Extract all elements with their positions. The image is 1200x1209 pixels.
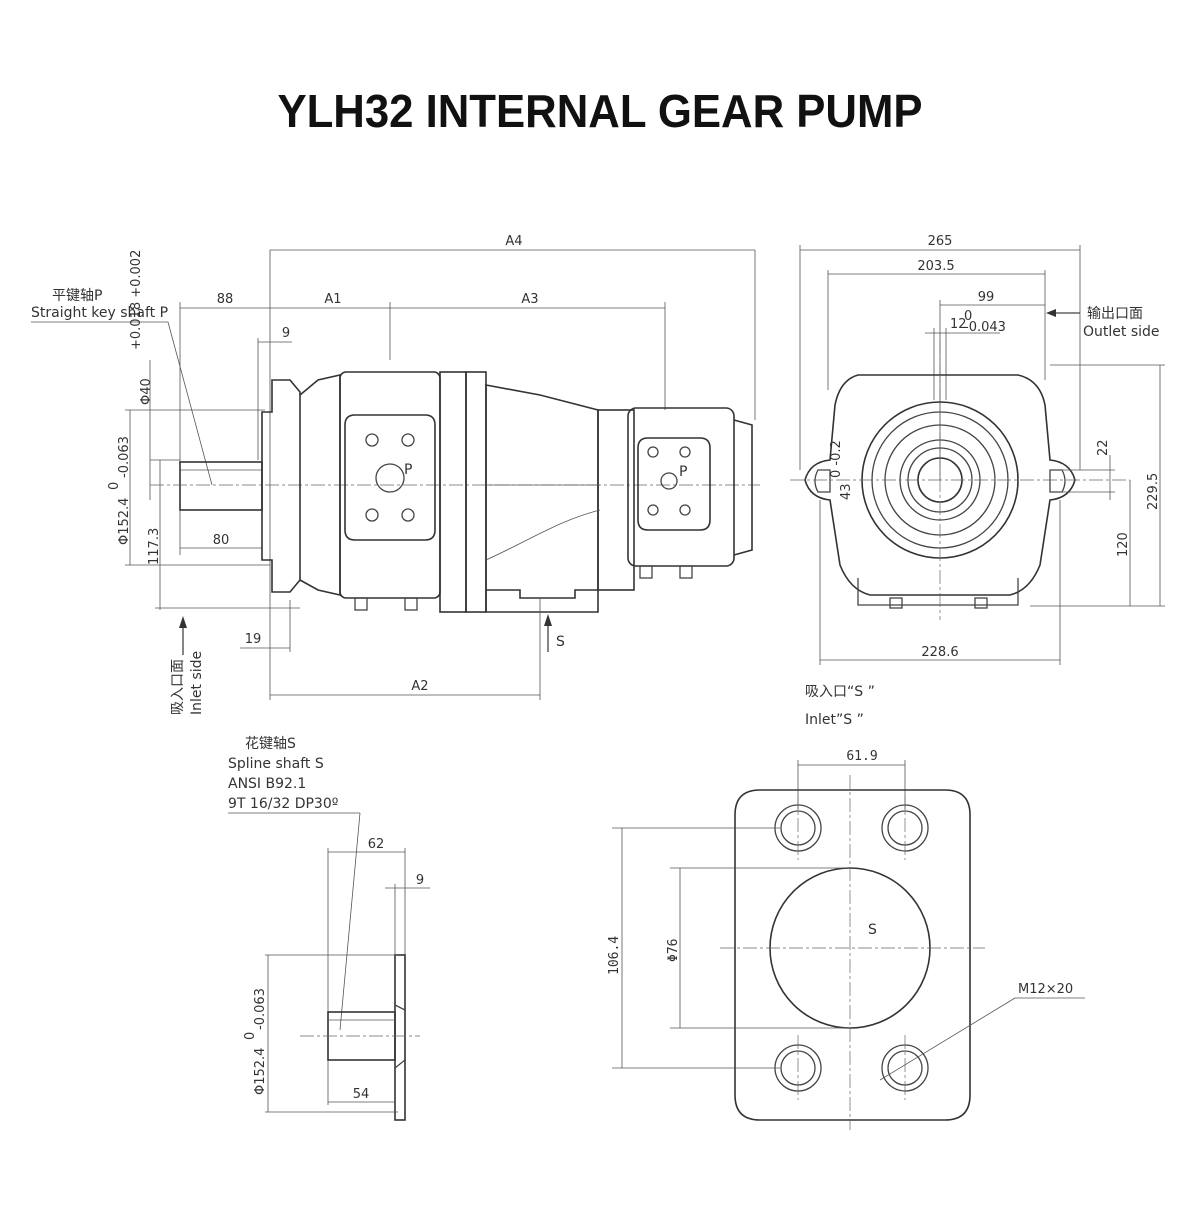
dim-a1: A1 <box>324 292 341 307</box>
inlet-port-s: S <box>868 922 877 938</box>
front-view: 265 203.5 99 12 0 -0.043 输出口面 Outlet sid… <box>790 234 1165 665</box>
spline-dim-54: 54 <box>353 1087 370 1102</box>
inlet-dim-106: 106.4 <box>607 936 622 975</box>
dim-19: 19 <box>245 632 262 647</box>
spline-label-cn: 花键轴S <box>245 736 296 752</box>
dim-43-tol: 0 -0.2 <box>829 440 844 478</box>
spline-dim-9: 9 <box>416 873 424 888</box>
outlet-side-en: Outlet side <box>1083 324 1160 340</box>
port-p-left: P <box>404 462 412 478</box>
inlet-dim-thread: M12×20 <box>1018 982 1073 997</box>
port-p-right: P <box>679 464 687 480</box>
dim-phi40-tol: +0.018 +0.002 <box>129 250 144 350</box>
spline-spec: 9T 16/32 DP30º <box>228 796 338 812</box>
spline-tol-lower: -0.063 <box>253 988 268 1030</box>
dim-phi152-tol-upper: 0 <box>107 482 122 490</box>
dim-12-tol-upper: 0 <box>964 309 972 324</box>
spline-standard: ANSI B92.1 <box>228 776 306 792</box>
inlet-dim-phi76: Φ76 <box>666 939 681 962</box>
dim-phi152: Φ152.4 <box>117 498 132 545</box>
dim-203: 203.5 <box>917 259 954 274</box>
inlet-dim-61: 61.9 <box>846 749 877 764</box>
dim-a3: A3 <box>521 292 538 307</box>
inlet-label-en: Inlet”S ” <box>805 712 864 728</box>
dim-265: 265 <box>928 234 953 249</box>
dim-9: 9 <box>282 326 290 341</box>
dim-12-tol-lower: -0.043 <box>964 320 1006 335</box>
dim-88: 88 <box>217 292 234 307</box>
spline-view: 花键轴S Spline shaft S ANSI B92.1 9T 16/32 … <box>228 736 430 1121</box>
side-view: A4 88 A1 A3 9 平键轴P Straight key shaft P … <box>31 234 760 715</box>
dim-228: 228.6 <box>921 645 958 660</box>
dim-a4: A4 <box>505 234 522 249</box>
dim-a2: A2 <box>411 679 428 694</box>
dim-117: 117.3 <box>147 528 162 565</box>
inlet-view: 吸入口“S ” Inlet”S ” 61.9 S 106.4 Φ <box>607 684 1085 1130</box>
dim-80: 80 <box>213 533 230 548</box>
outlet-side-cn: 输出口面 <box>1087 306 1143 322</box>
spline-label-en: Spline shaft S <box>228 756 324 772</box>
dim-43: 43 <box>839 483 854 500</box>
dim-12: 12 <box>950 317 967 332</box>
dim-22: 22 <box>1096 439 1111 456</box>
shaft-label-cn: 平键轴P <box>52 288 102 304</box>
dim-phi152-tol-lower: -0.063 <box>117 436 132 478</box>
inlet-side-en: Inlet side <box>189 651 205 715</box>
dim-phi40: Φ40 <box>139 378 154 405</box>
port-s-side: S <box>556 634 565 650</box>
dim-229: 229.5 <box>1146 473 1161 510</box>
page-title: YLH32 INTERNAL GEAR PUMP <box>277 85 923 137</box>
spline-dim-62: 62 <box>368 837 385 852</box>
inlet-side-cn: 吸入口面 <box>170 659 186 715</box>
dim-120: 120 <box>1116 532 1131 557</box>
inlet-label-cn: 吸入口“S ” <box>805 684 875 700</box>
dim-99: 99 <box>978 290 995 305</box>
shaft-label-en: Straight key shaft P <box>31 305 168 321</box>
spline-dim-phi152: Φ152.4 <box>253 1048 268 1095</box>
spline-tol-upper: 0 <box>243 1032 258 1040</box>
